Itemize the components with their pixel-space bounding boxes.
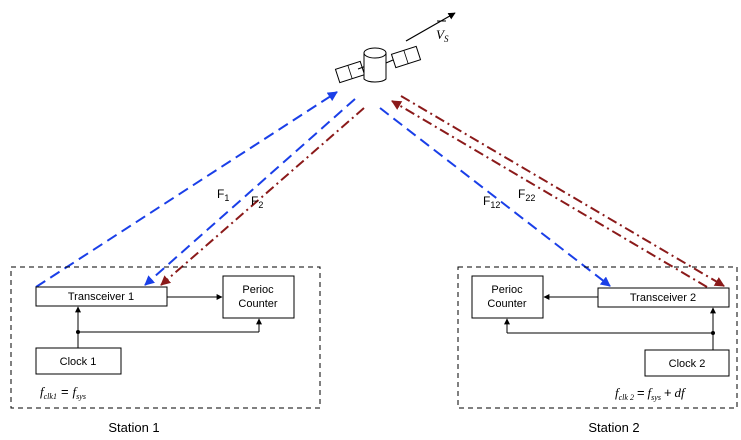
velocity-label: VS [436, 27, 449, 44]
label-f1: F1 [217, 187, 229, 203]
label-f12: F12 [483, 194, 500, 210]
station-2-boundary [457, 266, 738, 409]
clock-2-junction [711, 331, 715, 335]
velocity-arrow [405, 12, 456, 42]
transceiver-1-label: Transceiver 1 [68, 291, 134, 303]
counter-1-label-line2: Counter [238, 298, 277, 310]
station-1-title: Station 1 [108, 420, 159, 435]
clock-1-label: Clock 1 [60, 356, 97, 368]
satellite-panel-left [334, 60, 366, 84]
counter-2-box [471, 275, 544, 319]
counter-2-label-line1: Perioc [491, 284, 523, 296]
station-2: Transceiver 2 Perioc Counter Clock 2 fcl… [457, 266, 738, 435]
satellite-arm-right [385, 59, 394, 64]
station-2-formula: fclk 2=fsys+df [615, 385, 687, 402]
station-1-boundary [10, 266, 321, 409]
clock-2-box [644, 349, 730, 377]
clock-2-label: Clock 2 [669, 358, 706, 370]
counter-1-box [222, 275, 295, 319]
transceiver-2-label: Transceiver 2 [630, 292, 696, 304]
link-f22-red-down [400, 95, 725, 287]
satellite-body [363, 47, 387, 83]
link-f1-return-blue [144, 98, 356, 286]
station-1: Transceiver 1 Perioc Counter Clock 1 fcl… [10, 266, 321, 435]
label-f22: F22 [518, 187, 535, 203]
clock-1-box [35, 347, 122, 375]
link-f22-red-up [391, 100, 708, 288]
station-1-formula: fclk1=fsys [40, 384, 86, 401]
link-f1-blue [35, 91, 338, 288]
station-2-title: Station 2 [588, 420, 639, 435]
satellite [334, 45, 422, 84]
counter-1-label-line1: Perioc [242, 284, 274, 296]
satellite-panel-right [390, 45, 422, 69]
clock-1-junction [76, 330, 80, 334]
counter-2-label-line2: Counter [487, 298, 526, 310]
link-f2-red [160, 107, 365, 286]
label-f2: F2 [251, 194, 263, 210]
link-f12-blue [379, 107, 611, 287]
